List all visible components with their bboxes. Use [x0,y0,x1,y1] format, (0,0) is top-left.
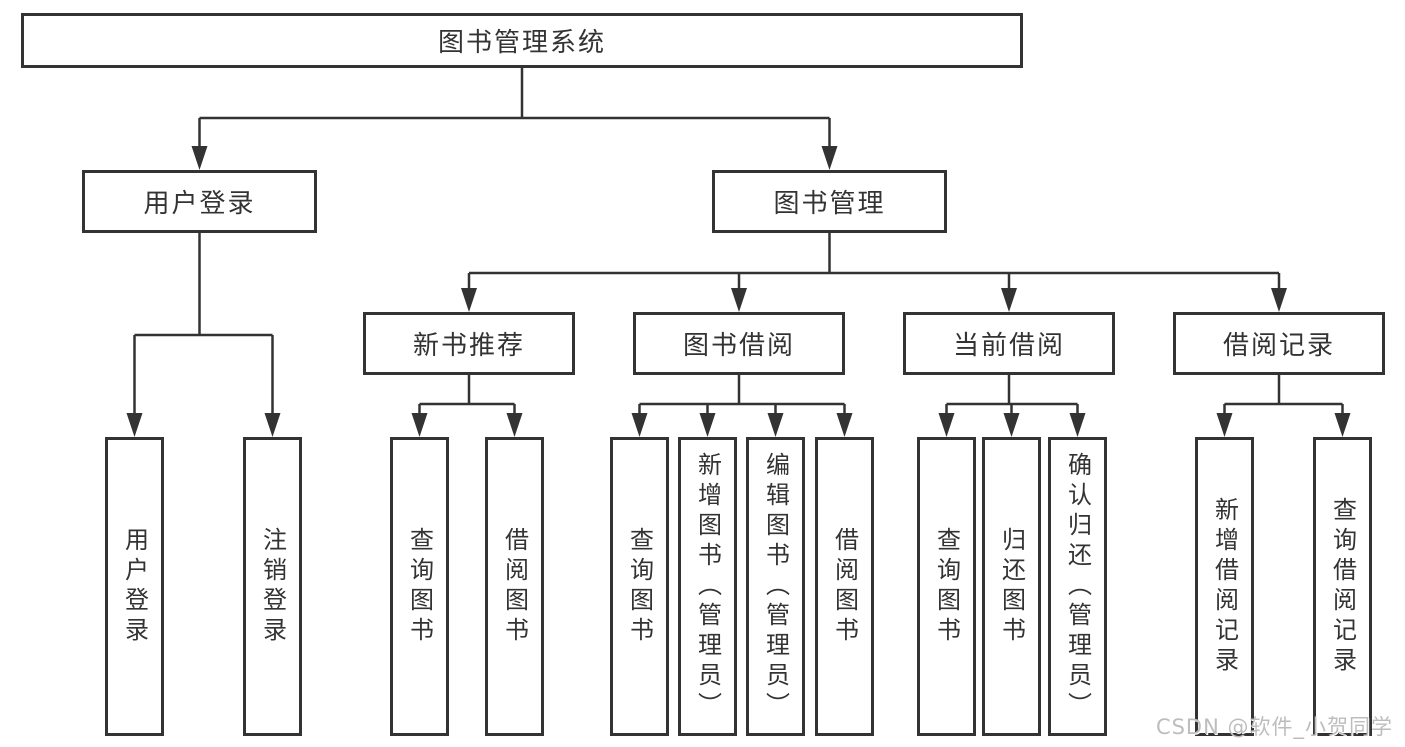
leaf-add-borrow-record: 新增借阅记录 [1195,437,1254,736]
leaf-query-books-current: 查询图书 [917,437,976,736]
node-book-management: 图书管理 [712,170,947,233]
node-user-login: 用户登录 [82,170,317,233]
leaf-return-books: 归还图书 [982,437,1041,736]
node-current-borrowing: 当前借阅 [903,312,1115,375]
leaf-query-books-recommend: 查询图书 [390,437,449,736]
leaf-query-borrow-record: 查询借阅记录 [1313,437,1372,736]
node-borrow-records: 借阅记录 [1173,312,1385,375]
leaf-query-books-borrowing: 查询图书 [610,437,669,736]
node-library-management-system: 图书管理系统 [21,13,1023,68]
node-book-borrowing: 图书借阅 [633,312,845,375]
node-new-book-recommendation: 新书推荐 [363,312,575,375]
leaf-logout: 注销登录 [243,437,302,736]
leaf-borrow-books: 借阅图书 [815,437,874,736]
leaf-confirm-return-admin: 确认归还（管理员） [1048,437,1107,736]
leaf-edit-books-admin: 编辑图书（管理员） [746,437,805,736]
leaf-borrow-books-recommend: 借阅图书 [485,437,544,736]
leaf-add-books-admin: 新增图书（管理员） [678,437,737,736]
leaf-user-login: 用户登录 [105,437,164,736]
